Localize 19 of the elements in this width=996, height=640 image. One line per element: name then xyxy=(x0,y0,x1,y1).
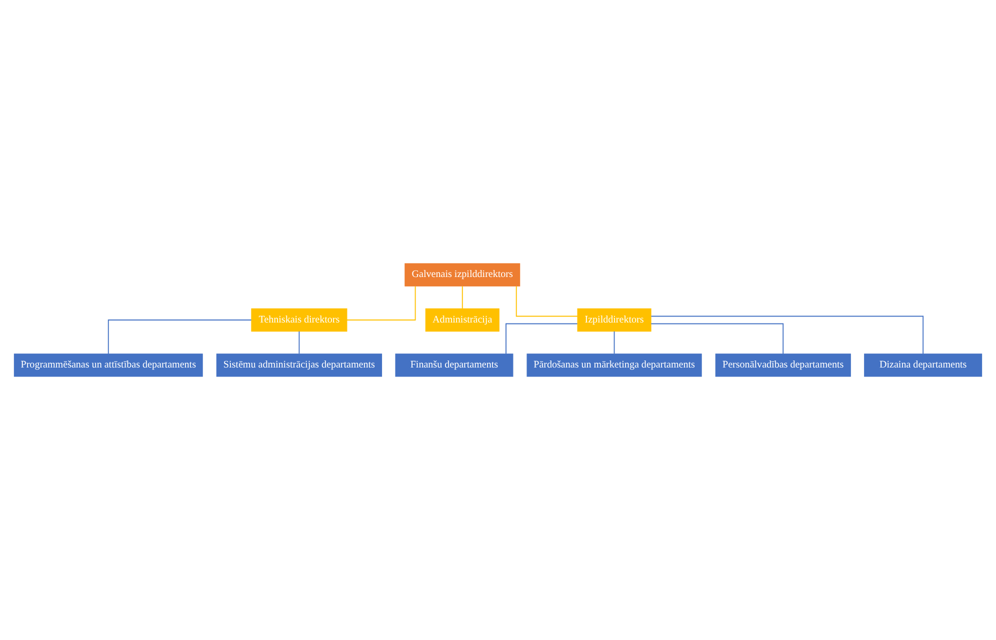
node-box: Administrācija xyxy=(425,308,500,332)
connector xyxy=(298,330,300,354)
connector xyxy=(462,286,463,309)
connector xyxy=(650,323,784,354)
node-box: Izpilddirektors xyxy=(577,308,652,332)
connector xyxy=(346,286,416,320)
node-box: Dizaina departaments xyxy=(864,354,982,377)
node-box: Finanšu departaments xyxy=(395,354,514,377)
connector xyxy=(108,320,252,354)
connector xyxy=(650,316,924,354)
connector xyxy=(506,323,578,354)
node-box: Pārdošanas un mārketinga departaments xyxy=(526,354,702,377)
connector xyxy=(614,330,615,354)
node-box: Personālvadības departaments xyxy=(715,354,851,377)
node-box: Tehniskais direktors xyxy=(251,308,348,332)
node-box: Sistēmu administrācijas departaments xyxy=(216,354,382,377)
node-box: Programmēšanas un attīstības departaments xyxy=(14,354,203,377)
connector xyxy=(516,286,578,317)
node-box: Galvenais izpilddirektors xyxy=(404,263,520,286)
